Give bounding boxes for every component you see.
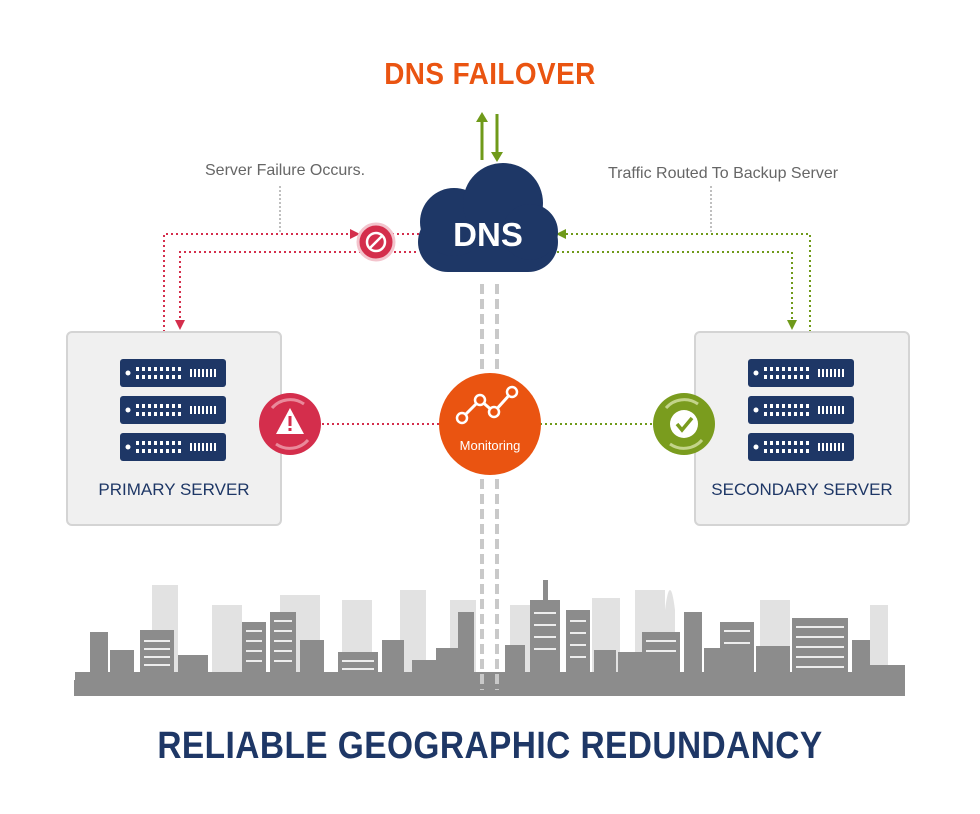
secondary-server-label: SECONDARY SERVER bbox=[711, 480, 893, 499]
routed-annotation: Traffic Routed To Backup Server bbox=[608, 165, 839, 182]
monitoring-icon bbox=[439, 373, 541, 475]
primary-server-icon bbox=[120, 359, 226, 461]
page-subtitle: RELIABLE GEOGRAPHIC REDUNDANCY bbox=[157, 725, 823, 767]
warning-icon bbox=[259, 393, 321, 455]
blocked-icon bbox=[356, 222, 396, 262]
primary-server-label: PRIMARY SERVER bbox=[98, 480, 250, 499]
failure-path bbox=[163, 233, 420, 332]
updown-arrows-icon bbox=[476, 112, 503, 162]
dns-cloud-icon bbox=[418, 163, 558, 272]
monitoring-label: Monitoring bbox=[459, 438, 521, 453]
dns-label: DNS bbox=[453, 216, 523, 253]
dns-monitoring-link bbox=[480, 284, 499, 690]
backup-path bbox=[552, 233, 811, 332]
secondary-server-icon bbox=[748, 359, 854, 461]
check-icon bbox=[653, 393, 715, 455]
failure-annotation: Server Failure Occurs. bbox=[205, 162, 366, 179]
city-windows bbox=[144, 612, 844, 670]
page-title: DNS FAILOVER bbox=[384, 56, 596, 91]
